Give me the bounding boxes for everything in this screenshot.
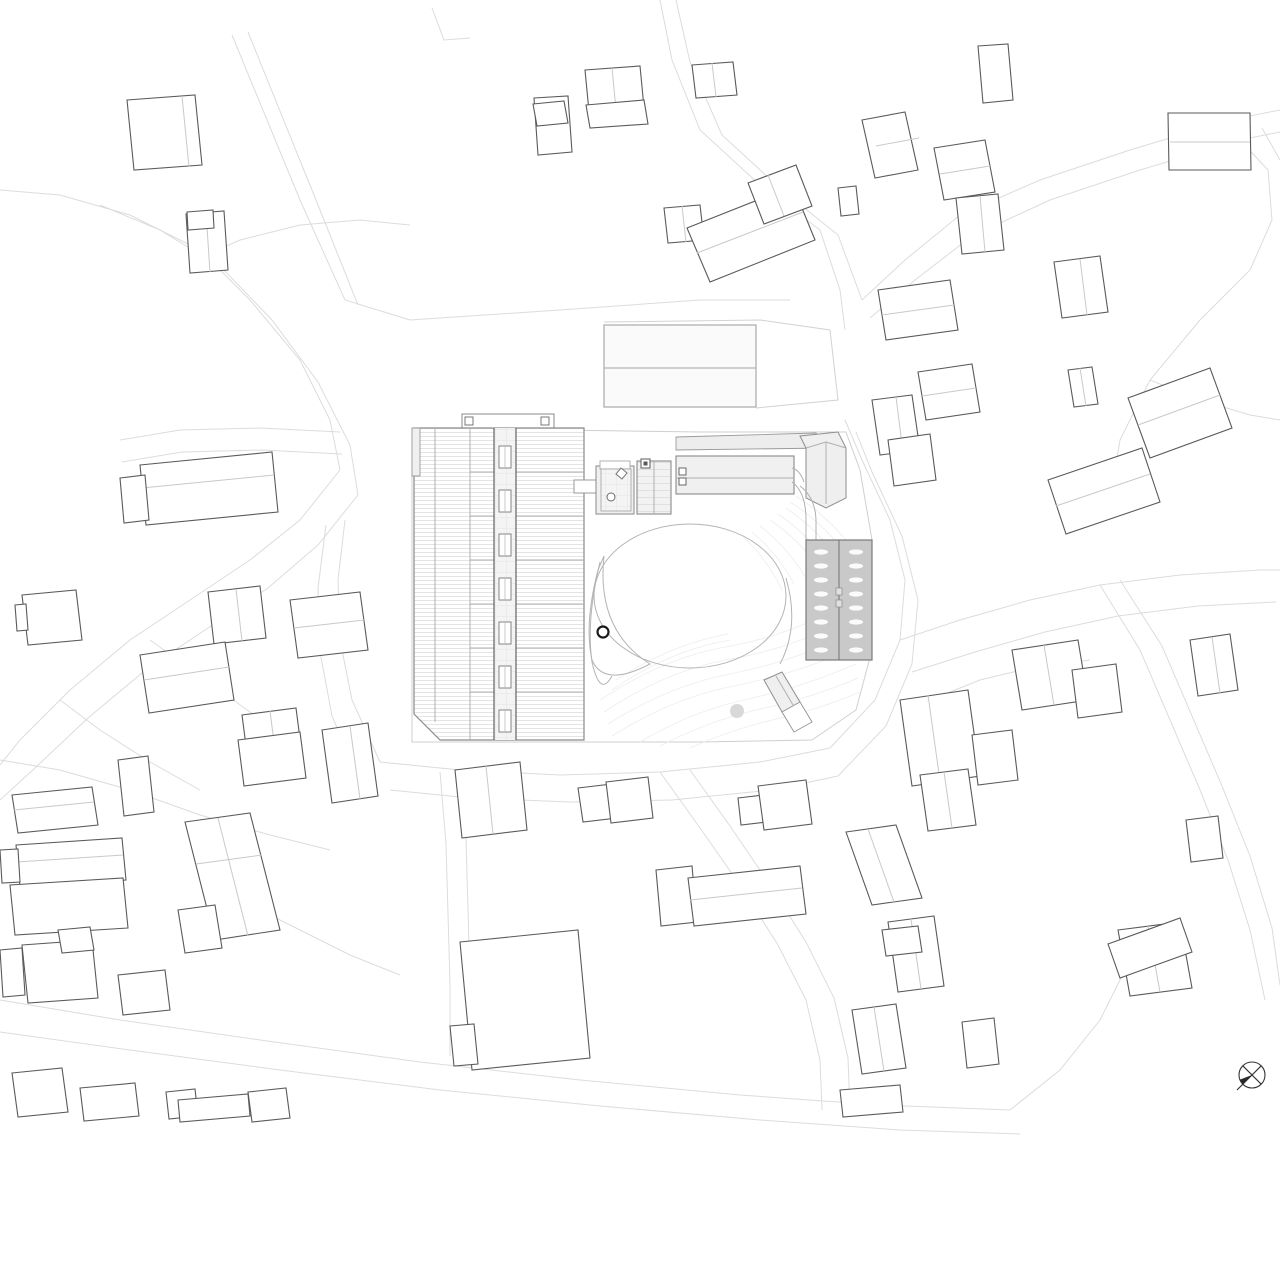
ctx-building xyxy=(57,926,95,954)
ctx-building xyxy=(955,193,1005,255)
ctx-building xyxy=(289,591,369,659)
ctx-building xyxy=(977,43,1014,104)
ctx-building xyxy=(0,947,26,998)
ctx-building xyxy=(845,824,923,906)
parking-spaces xyxy=(814,549,863,653)
tree-symbol-icon xyxy=(730,704,744,718)
ctx-building xyxy=(1189,633,1239,697)
north-arrow xyxy=(1236,1061,1266,1091)
grid-pavilion xyxy=(600,468,632,512)
ctx-building xyxy=(117,969,171,1016)
corner-tower xyxy=(799,431,847,509)
ctx-building xyxy=(747,164,813,225)
ctx-building xyxy=(532,100,569,127)
ctx-building xyxy=(177,1093,251,1123)
ctx-building xyxy=(933,139,996,201)
ctx-building xyxy=(1127,367,1233,459)
ctx-building xyxy=(1053,255,1109,319)
ctx-building xyxy=(126,94,203,171)
ctx-building xyxy=(0,848,21,884)
ctx-building xyxy=(449,1023,479,1067)
ctx-building xyxy=(585,99,649,129)
ctx-building xyxy=(237,731,307,787)
ctx-building xyxy=(687,865,807,927)
ctx-building xyxy=(1047,447,1161,535)
north-block xyxy=(603,319,839,409)
ctx-building xyxy=(837,185,860,217)
ctx-building xyxy=(919,768,977,832)
ctx-building xyxy=(887,433,937,487)
flagpole-marker-icon xyxy=(596,625,610,639)
ctx-building xyxy=(9,877,129,936)
ctx-building xyxy=(321,722,379,804)
ctx-building xyxy=(881,925,923,957)
ctx-building xyxy=(14,603,29,632)
ctx-building xyxy=(119,474,150,524)
ctx-building xyxy=(691,61,738,99)
ctx-building xyxy=(851,1003,907,1075)
ctx-building xyxy=(247,1087,291,1123)
ctx-building xyxy=(11,786,99,834)
ctx-building xyxy=(1071,663,1123,719)
ctx-building xyxy=(21,589,83,646)
roof-skylights xyxy=(498,445,512,733)
stair-ramp xyxy=(763,671,813,733)
ctx-building xyxy=(15,837,127,888)
roof-bay-lines xyxy=(470,471,584,693)
long-wing xyxy=(675,455,795,495)
ctx-building xyxy=(861,111,920,179)
ctx-building xyxy=(961,1017,1000,1069)
ctx-building xyxy=(877,279,959,341)
roof-vent-icon xyxy=(540,416,550,426)
ctx-building xyxy=(454,761,528,839)
ctx-building xyxy=(139,451,279,526)
ctx-building xyxy=(917,363,981,421)
ctx-building xyxy=(839,1084,904,1118)
ctx-building xyxy=(757,779,813,831)
roof-vent-icon xyxy=(464,416,474,426)
ctx-building xyxy=(79,1082,140,1122)
oval-courtyard xyxy=(588,523,793,718)
ctx-building xyxy=(11,1067,69,1118)
ctx-building xyxy=(186,209,215,231)
ctx-building xyxy=(177,904,223,954)
main-hall-building xyxy=(411,413,585,741)
ctx-building xyxy=(1167,112,1252,171)
ctx-building xyxy=(459,929,591,1071)
ctx-building xyxy=(139,641,235,714)
ctx-building xyxy=(605,776,654,824)
ctx-building xyxy=(117,755,155,817)
ctx-building xyxy=(1107,917,1193,979)
ctx-building xyxy=(207,585,267,645)
circle-marker-icon xyxy=(606,492,616,502)
diamond-marker-icon xyxy=(615,467,628,480)
ctx-building xyxy=(1185,815,1224,863)
parking-lot[interactable] xyxy=(805,539,873,661)
ctx-building xyxy=(971,729,1019,786)
annex-buildings xyxy=(573,431,847,540)
ctx-building xyxy=(1067,366,1099,408)
context-buildings xyxy=(0,43,1252,1123)
